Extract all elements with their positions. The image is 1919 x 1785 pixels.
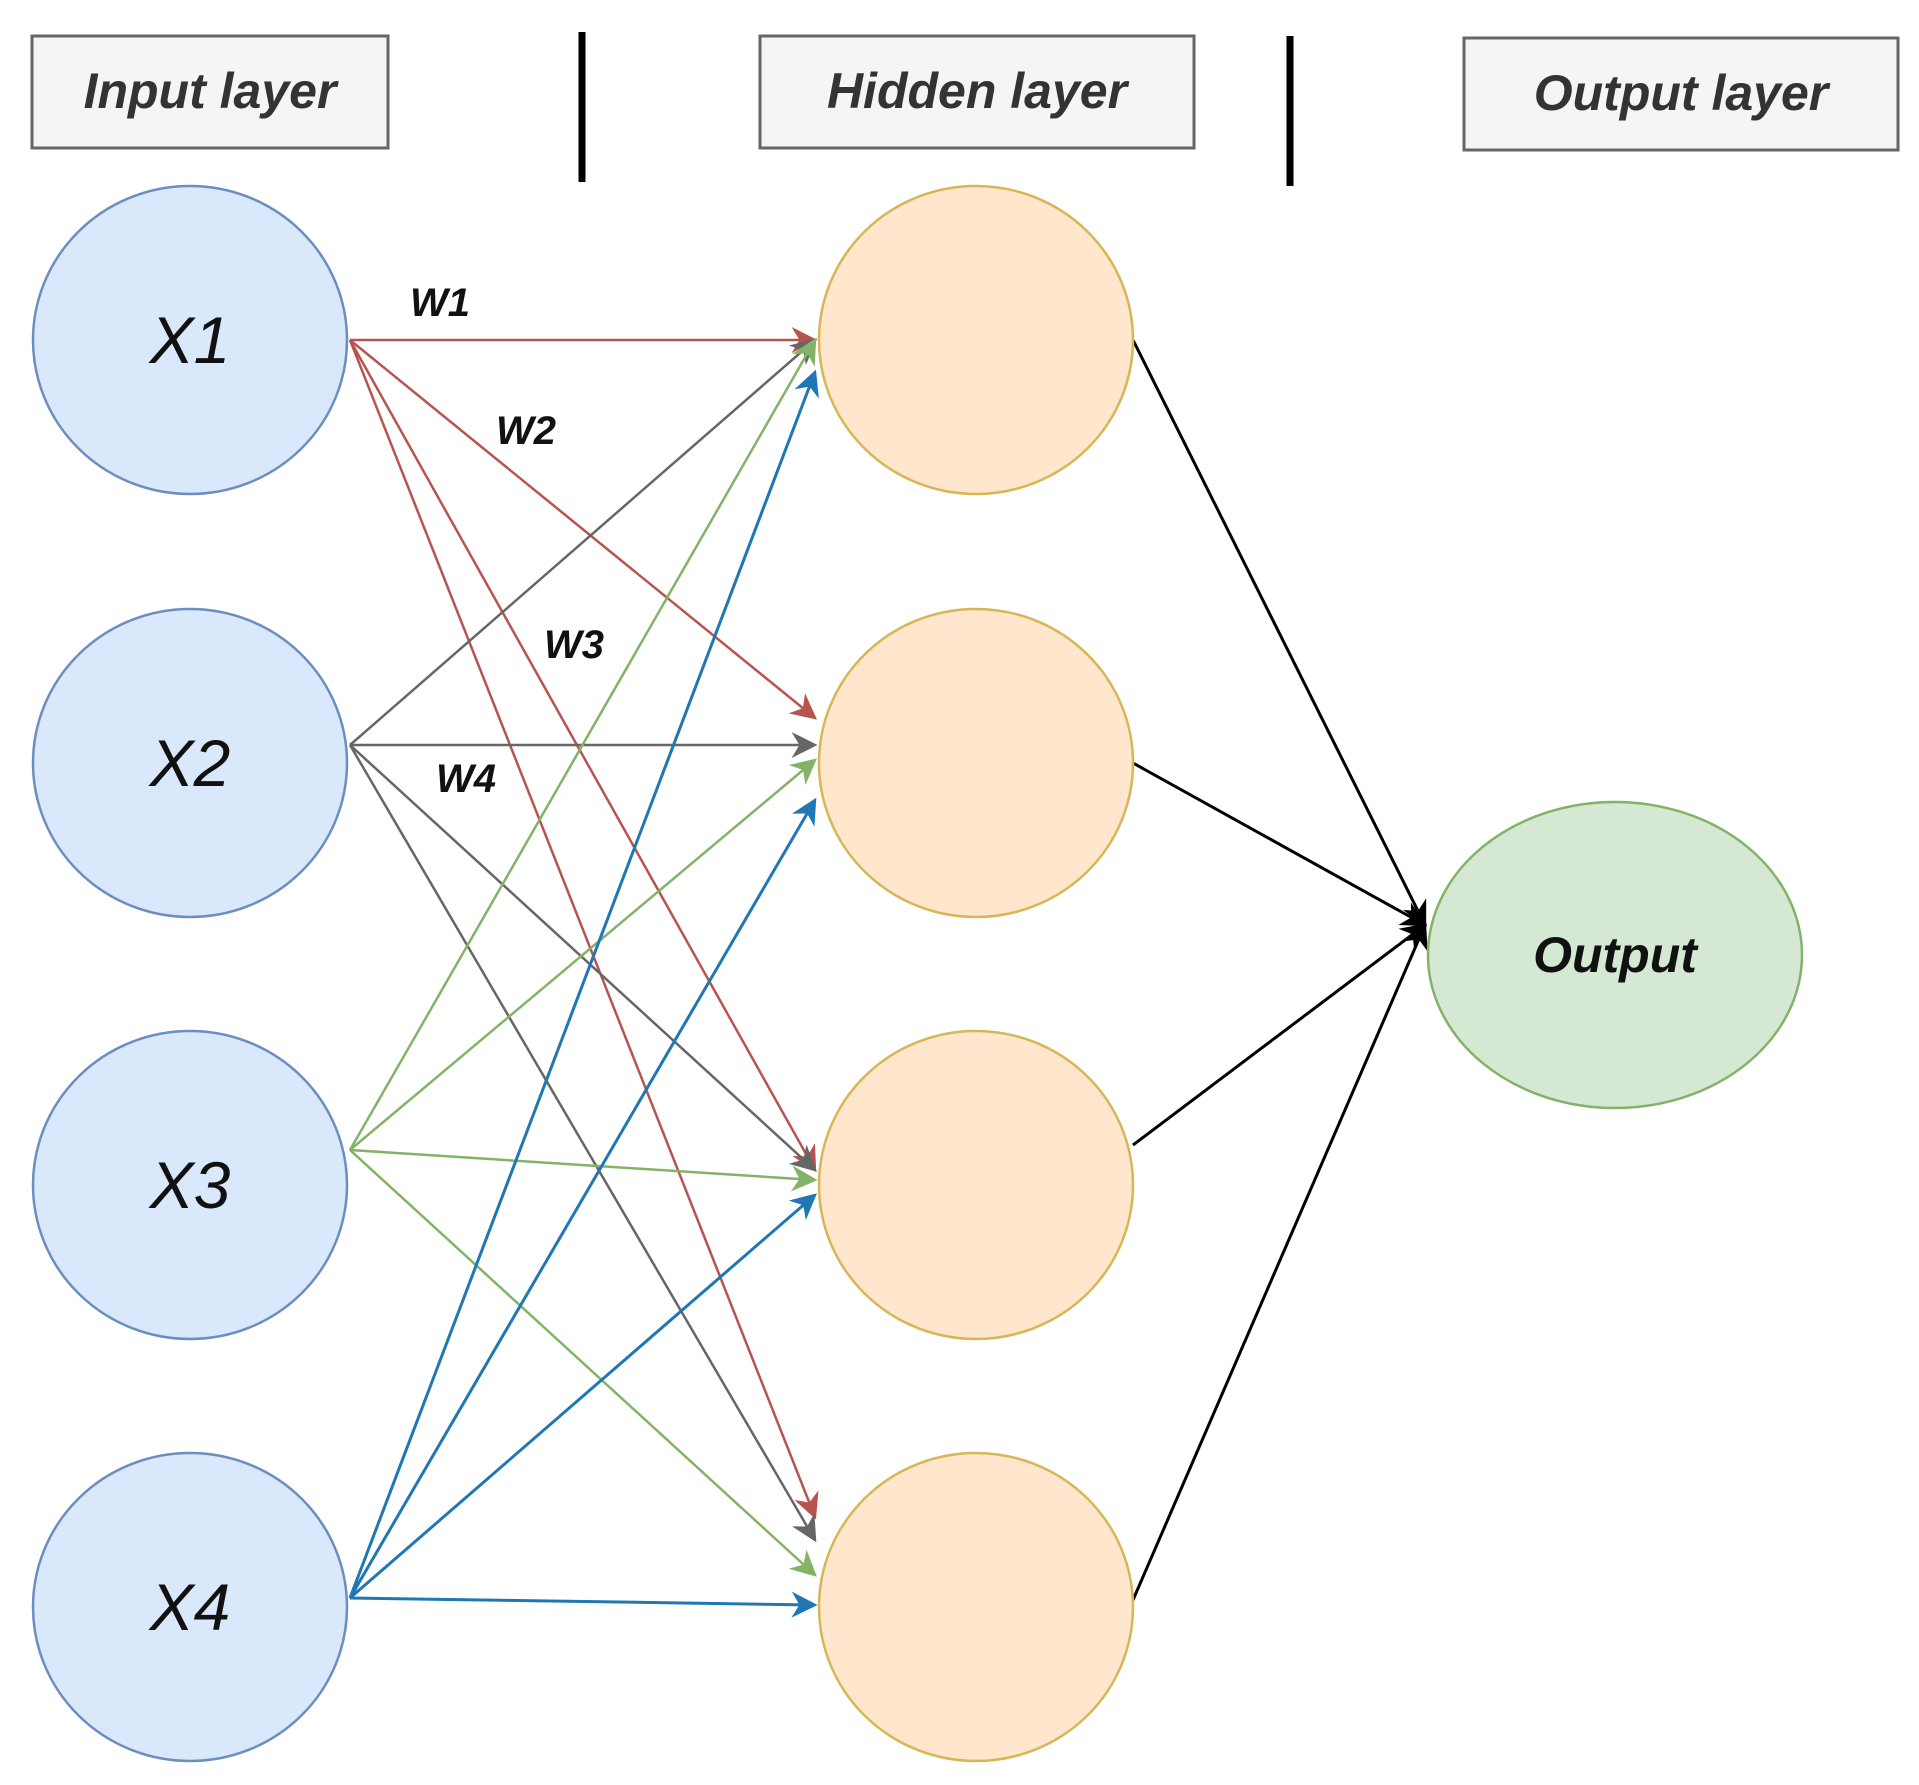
edge-x4-to-hidden-4 xyxy=(349,1591,818,1618)
input-node-2: X2 xyxy=(31,607,349,919)
layer-label-input: Input layer xyxy=(84,63,339,119)
edge-x3-to-hidden-4 xyxy=(349,1149,817,1577)
edge-x1-to-hidden-4 xyxy=(348,339,819,1520)
edge-x2-to-hidden-1 xyxy=(349,338,817,746)
layer-label-hidden: Hidden layer xyxy=(827,63,1130,119)
input-node-3: X3 xyxy=(31,1029,349,1341)
edge-hidden-1-to-output xyxy=(1131,339,1427,928)
weight-label-w3: W3 xyxy=(544,623,604,667)
output-node: Output xyxy=(1426,800,1804,1110)
edge-hidden-4-to-output xyxy=(1131,922,1428,1601)
weight-label-w4: W4 xyxy=(436,757,496,801)
edge-x4-to-hidden-2 xyxy=(348,797,817,1599)
input-node-label: X1 xyxy=(148,303,231,377)
hidden-node-4 xyxy=(817,1451,1135,1763)
hidden-node-1 xyxy=(817,184,1135,496)
input-node-label: X4 xyxy=(148,1570,231,1644)
input-node-label: X2 xyxy=(148,726,231,800)
edge-x1-to-hidden-2 xyxy=(349,339,818,720)
edge-x2-to-hidden-4 xyxy=(348,744,817,1543)
connection-edges xyxy=(348,327,1428,1618)
edge-hidden-2-to-output xyxy=(1132,761,1428,927)
layer-header-output: Output layer xyxy=(1462,36,1900,152)
output-node-label: Output xyxy=(1533,927,1699,983)
edge-x4-to-hidden-1 xyxy=(348,369,819,1599)
edge-x1-to-hidden-3 xyxy=(348,339,817,1173)
hidden-node-3 xyxy=(817,1029,1135,1341)
layer-header-input: Input layer xyxy=(30,34,390,150)
layer-label-output: Output layer xyxy=(1534,65,1831,121)
layer-header-hidden: Hidden layer xyxy=(758,34,1196,150)
input-node-label: X3 xyxy=(148,1148,231,1222)
weight-label-w1: W1 xyxy=(410,281,470,325)
edge-x2-to-hidden-3 xyxy=(349,744,817,1172)
hidden-node-2 xyxy=(817,607,1135,919)
edge-hidden-3-to-output xyxy=(1132,923,1428,1147)
edge-x3-to-hidden-1 xyxy=(348,337,817,1151)
edge-x3-to-hidden-3 xyxy=(349,1148,818,1192)
edge-x3-to-hidden-2 xyxy=(349,758,817,1151)
weight-label-w2: W2 xyxy=(496,409,556,453)
input-node-4: X4 xyxy=(31,1451,349,1763)
edge-x4-to-hidden-3 xyxy=(349,1193,817,1600)
input-node-1: X1 xyxy=(31,184,349,496)
